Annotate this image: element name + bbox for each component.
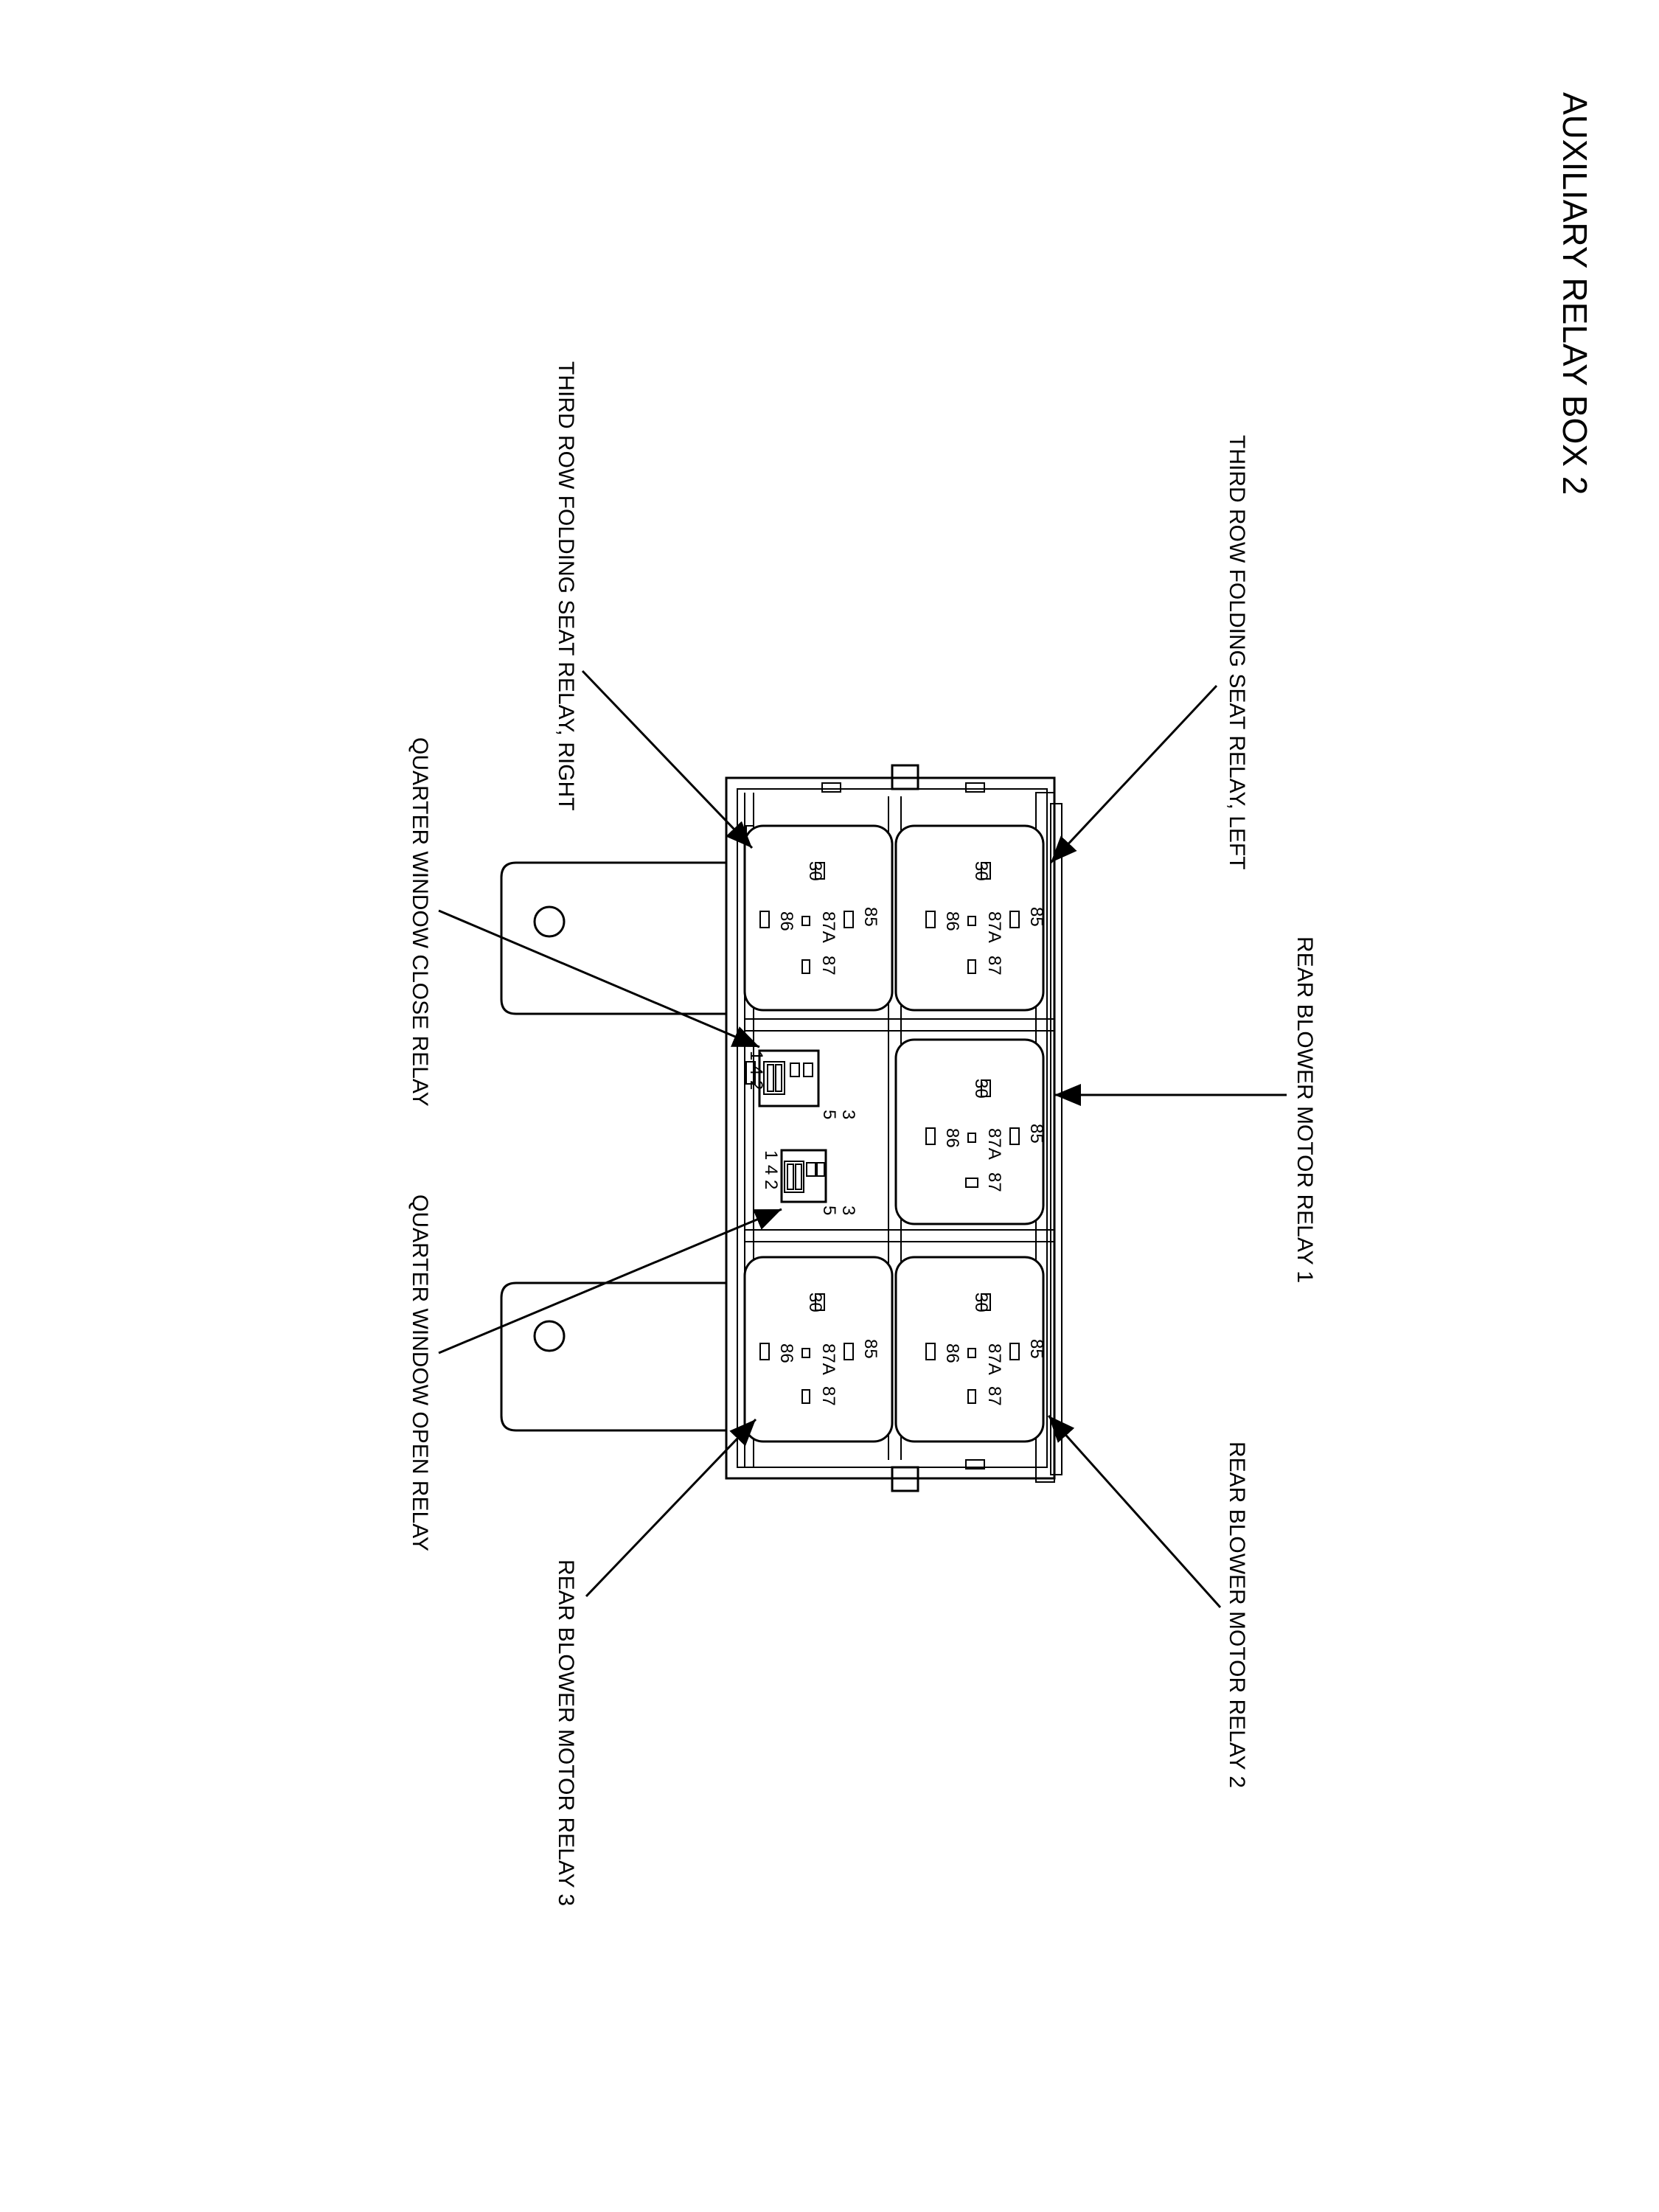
relay-rear-blower-2: 30 85 86 87A 87 <box>894 1256 1046 1443</box>
svg-text:85: 85 <box>860 1339 880 1359</box>
svg-text:86: 86 <box>776 911 796 931</box>
svg-text:86: 86 <box>776 1343 796 1363</box>
callout-rear-blower-2: REAR BLOWER MOTOR RELAY 2 <box>1225 1441 1249 1788</box>
diagram-title: AUXILIARY RELAY BOX 2 <box>1556 92 1594 495</box>
svg-text:3: 3 <box>838 1110 858 1119</box>
svg-text:30: 30 <box>971 861 991 881</box>
svg-text:87: 87 <box>818 1386 838 1406</box>
svg-text:30: 30 <box>971 1293 991 1312</box>
svg-text:3: 3 <box>838 1206 858 1215</box>
relay-quarter-window-close: 1 4 2 3 5 <box>744 1049 858 1119</box>
callout-third-row-left: THIRD ROW FOLDING SEAT RELAY, LEFT <box>1225 435 1249 870</box>
svg-text:30: 30 <box>971 1079 991 1099</box>
svg-text:86: 86 <box>942 1343 962 1363</box>
relay-rear-blower-3: 30 85 86 87A 87 <box>743 1256 894 1443</box>
relay-rear-blower-1: 30 85 86 87A 87 <box>894 1038 1046 1225</box>
svg-text:87: 87 <box>818 956 838 975</box>
svg-text:85: 85 <box>1026 907 1046 927</box>
svg-text:30: 30 <box>805 1293 825 1312</box>
callout-quarter-open: QUARTER WINDOW OPEN RELAY <box>408 1194 432 1551</box>
callout-third-row-right: THIRD ROW FOLDING SEAT RELAY, RIGHT <box>554 361 578 811</box>
svg-text:87: 87 <box>984 956 1004 975</box>
svg-text:87A: 87A <box>818 1343 838 1375</box>
svg-text:85: 85 <box>1026 1124 1046 1144</box>
svg-text:87A: 87A <box>984 1343 1004 1375</box>
relay-quarter-window-open: 1 4 2 3 5 <box>761 1149 858 1215</box>
svg-text:5: 5 <box>819 1110 839 1119</box>
relay-third-row-right: 30 85 86 87A 87 <box>743 824 894 1012</box>
svg-text:1 4 2: 1 4 2 <box>761 1150 781 1189</box>
svg-text:87A: 87A <box>984 911 1004 943</box>
svg-text:87: 87 <box>984 1172 1004 1192</box>
callout-quarter-close: QUARTER WINDOW CLOSE RELAY <box>408 737 432 1107</box>
svg-text:85: 85 <box>860 907 880 927</box>
svg-text:87A: 87A <box>818 911 838 943</box>
relay-third-row-left: 30 85 86 87A 87 <box>894 824 1046 1012</box>
callout-rear-blower-1: REAR BLOWER MOTOR RELAY 1 <box>1293 936 1317 1283</box>
svg-text:87: 87 <box>984 1386 1004 1406</box>
svg-text:87A: 87A <box>984 1128 1004 1160</box>
svg-text:85: 85 <box>1026 1339 1046 1359</box>
callout-rear-blower-3: REAR BLOWER MOTOR RELAY 3 <box>554 1559 578 1906</box>
svg-text:30: 30 <box>805 861 825 881</box>
leader-lines <box>438 669 1287 1609</box>
svg-text:86: 86 <box>942 1128 962 1148</box>
svg-text:5: 5 <box>819 1206 839 1215</box>
svg-text:86: 86 <box>942 911 962 931</box>
